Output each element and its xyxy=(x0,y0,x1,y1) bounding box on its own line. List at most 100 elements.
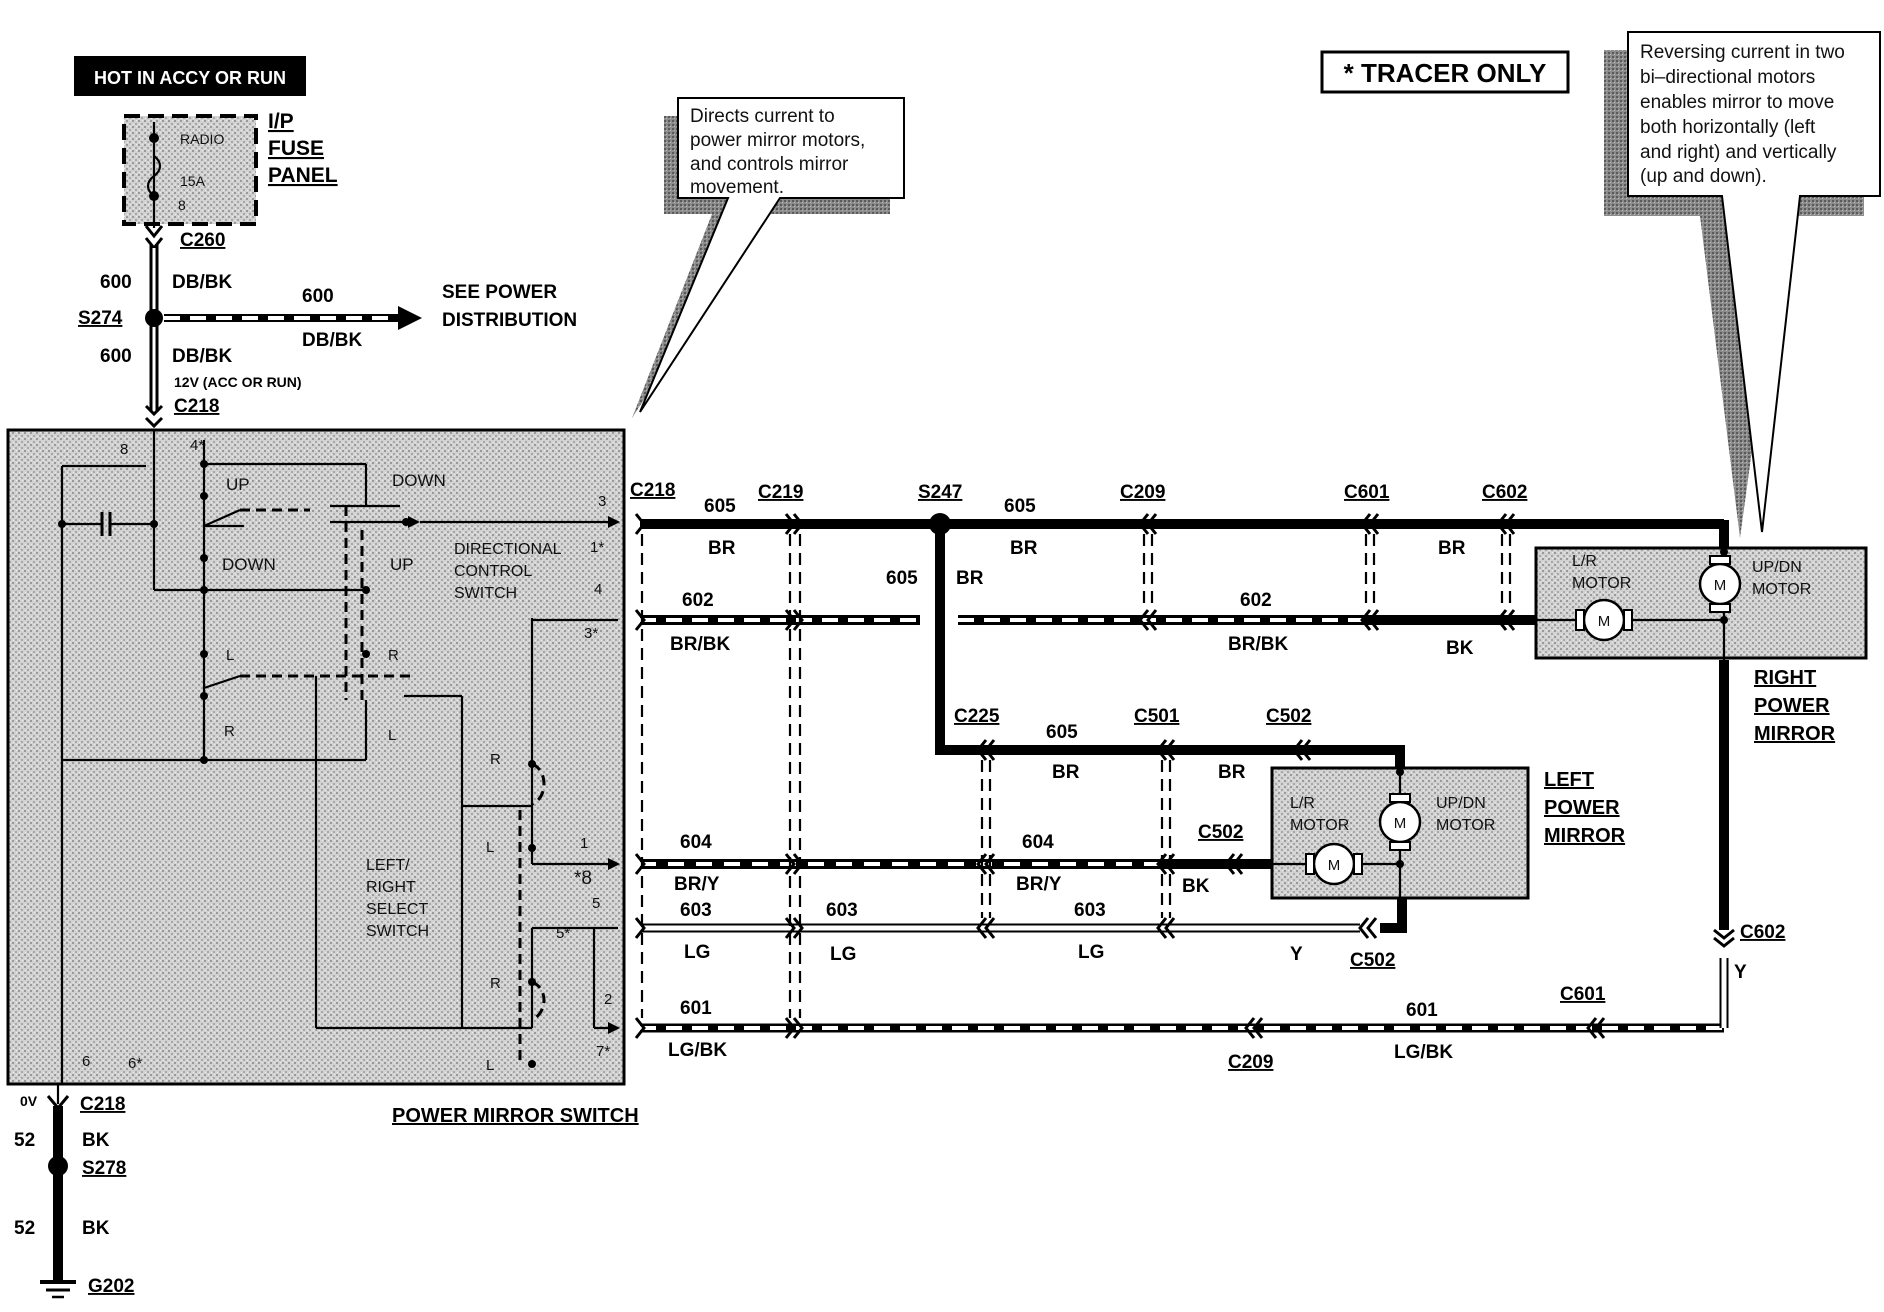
rlr-label-1: L/R xyxy=(1572,553,1597,570)
splice-s274-dot xyxy=(145,309,163,327)
l-label-2: L xyxy=(388,727,396,744)
select-2: RIGHT xyxy=(366,879,416,896)
callout-switch: Directs current to power mirror motors, … xyxy=(632,97,905,418)
feed-c218-label: C218 xyxy=(174,396,219,417)
br-label-6: BR xyxy=(1218,762,1246,783)
switch-title: POWER MIRROR SWITCH xyxy=(392,1105,639,1127)
fuse-panel-label-3: PANEL xyxy=(268,164,338,187)
c219-label: C219 xyxy=(758,482,803,503)
ground-voltage: 0V xyxy=(20,1093,38,1109)
rupdn-label-2: MOTOR xyxy=(1752,581,1811,598)
connector-marks xyxy=(634,513,1735,1039)
llr-label-2: MOTOR xyxy=(1290,817,1349,834)
pin-3: 3 xyxy=(598,493,606,510)
bk-label-2: BK xyxy=(1182,876,1210,897)
see-power-2: DISTRIBUTION xyxy=(442,310,577,331)
r-label-4: R xyxy=(490,975,501,992)
fuse-panel: RADIO 15A 8 I/P FUSE PANEL xyxy=(122,110,338,228)
w604-label-2: 604 xyxy=(1022,832,1054,853)
w603-label-1: 603 xyxy=(680,900,712,921)
c602-top-label: C602 xyxy=(1482,482,1527,503)
pin-1: 1 xyxy=(580,835,588,852)
branch-circuit: 600 xyxy=(302,286,334,307)
select-4: SWITCH xyxy=(366,923,429,940)
svg-text:M: M xyxy=(1328,857,1341,874)
pin-1s: 1* xyxy=(590,539,604,556)
c218-out-label: C218 xyxy=(630,480,675,501)
s247-label: S247 xyxy=(918,482,962,503)
pin-4: 4 xyxy=(594,581,602,598)
svg-text:* TRACER ONLY: * TRACER ONLY xyxy=(1344,58,1547,88)
right-power-mirror: M M L/R MOTOR UP/DN MOTOR RIGHT POWER MI… xyxy=(1534,546,1868,745)
rlr-label-2: MOTOR xyxy=(1572,575,1631,592)
pin-6: 6 xyxy=(82,1053,90,1070)
c502-mid-label: C502 xyxy=(1198,822,1243,843)
right-mirror-label-1: RIGHT xyxy=(1754,667,1816,689)
c225-label: C225 xyxy=(954,706,1000,727)
br-label-4: BR xyxy=(956,568,984,589)
c602-right-label: C602 xyxy=(1740,922,1785,943)
callout-switch-line-1: Directs current to xyxy=(690,106,835,127)
s278-label: S278 xyxy=(82,1158,126,1179)
br-label-1: BR xyxy=(708,538,736,559)
lg-label-1: LG xyxy=(684,942,710,963)
w605-label-1: 605 xyxy=(704,496,736,517)
l-label-1: L xyxy=(226,647,234,664)
c501-label: C501 xyxy=(1134,706,1180,727)
ground-circuit: 52 xyxy=(14,1130,35,1151)
hot-in-accy-label: HOT IN ACCY OR RUN xyxy=(74,56,306,96)
callout-motors-line-1: Reversing current in two xyxy=(1640,42,1845,63)
pin-3s: 3* xyxy=(584,625,598,642)
select-3: SELECT xyxy=(366,901,428,918)
fuse-cavity: 8 xyxy=(178,197,186,213)
pin-7s: 7* xyxy=(596,1043,610,1060)
br-label-5: BR xyxy=(1052,762,1080,783)
left-mirror-label-3: MIRROR xyxy=(1544,825,1626,847)
lgbk-label-2: LG/BK xyxy=(1394,1042,1453,1063)
w602-label-1: 602 xyxy=(682,590,714,611)
r-label-2: R xyxy=(224,723,235,740)
c209-bot-label: C209 xyxy=(1228,1052,1273,1073)
feed-circuit: 600 xyxy=(100,272,132,293)
svg-text:M: M xyxy=(1598,613,1611,630)
c260-label: C260 xyxy=(180,230,225,251)
fuse-icon xyxy=(146,155,162,197)
feed-lower-circuit: 600 xyxy=(100,346,132,367)
down-label-1: DOWN xyxy=(392,471,446,490)
w605-label-2: 605 xyxy=(1004,496,1036,517)
pin-5: 5 xyxy=(592,895,600,912)
l-label-4: L xyxy=(486,1057,494,1074)
fuse-rating: 15A xyxy=(180,173,206,189)
llr-label-1: L/R xyxy=(1290,795,1315,812)
power-mirror-switch: 8 4* DOWN UP DOWN UP DIRECTIONAL CONTROL… xyxy=(6,428,639,1127)
bry-label-2: BR/Y xyxy=(1016,874,1062,895)
pin-6s: 6* xyxy=(128,1055,142,1072)
brbk-label-2: BR/BK xyxy=(1228,634,1288,655)
callout-motors-line-6: (up and down). xyxy=(1640,166,1767,187)
r-label-1: R xyxy=(388,647,399,664)
callout-motors-line-3: enables mirror to move xyxy=(1640,92,1834,113)
ground-color-2: BK xyxy=(82,1218,110,1239)
down-label-2: DOWN xyxy=(222,555,276,574)
feed-wire: C260 600 DB/BK S274 600 DB/BK 12V (ACC O… xyxy=(78,225,577,429)
callout-motors-line-2: bi–directional motors xyxy=(1640,67,1815,88)
pin-4s: 4* xyxy=(190,437,204,454)
callout-motors: Reversing current in two bi–directional … xyxy=(1604,31,1881,538)
left-mirror-label-1: LEFT xyxy=(1544,769,1594,791)
brbk-label-1: BR/BK xyxy=(670,634,730,655)
callout-switch-line-4: movement. xyxy=(690,177,784,198)
up-label-2: UP xyxy=(390,555,414,574)
l-label-3: L xyxy=(486,839,494,856)
left-power-mirror: M M L/R MOTOR UP/DN MOTOR LEFT POWER MIR… xyxy=(1270,766,1626,900)
bry-label-1: BR/Y xyxy=(674,874,720,895)
w601-label-1: 601 xyxy=(680,998,712,1019)
ground-circuit-2: 52 xyxy=(14,1218,35,1239)
c209-top-label: C209 xyxy=(1120,482,1165,503)
w602-label-2: 602 xyxy=(1240,590,1272,611)
fuse-name: RADIO xyxy=(180,131,224,147)
s274-label: S274 xyxy=(78,308,123,329)
c601-bot-label: C601 xyxy=(1560,984,1606,1005)
pin-8s: *8 xyxy=(574,868,592,889)
br-label-2: BR xyxy=(1010,538,1038,559)
